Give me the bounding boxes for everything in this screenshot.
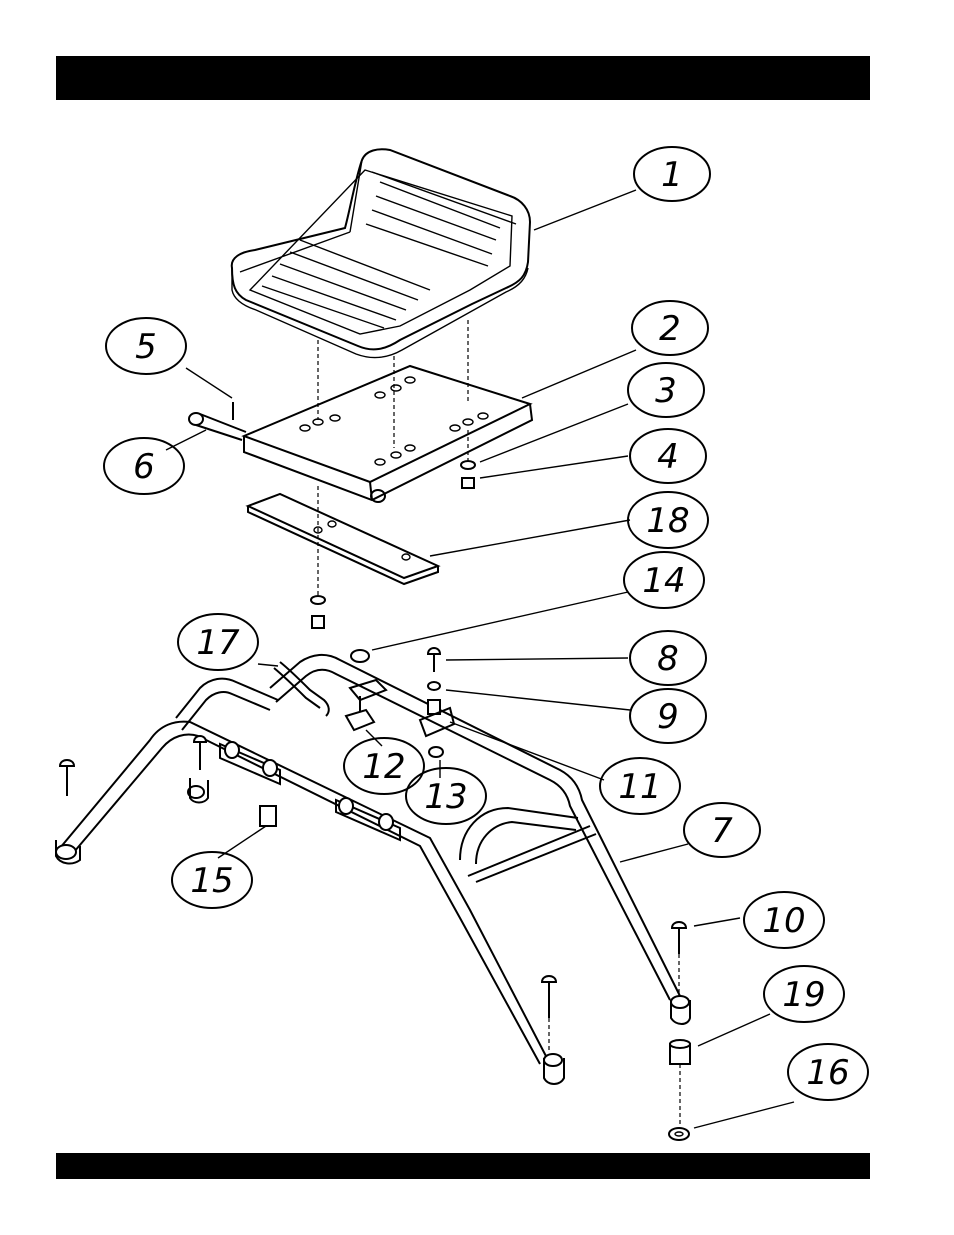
spacer-part [670,1040,690,1064]
callout-6: 6 [104,438,184,494]
svg-text:13: 13 [424,777,467,817]
svg-text:4: 4 [657,437,679,477]
washer-part [461,461,475,469]
svg-text:19: 19 [782,975,825,1015]
svg-text:6: 6 [133,447,155,487]
svg-text:12: 12 [362,747,405,787]
svg-text:18: 18 [646,501,689,541]
callout-7: 7 [684,803,760,857]
seat-part [232,149,530,357]
svg-text:1: 1 [661,155,683,195]
svg-text:8: 8 [657,639,679,679]
callout-13: 13 [406,768,486,824]
callout-17: 17 [178,614,258,670]
callout-15: 15 [172,852,252,908]
callout-19: 19 [764,966,844,1022]
leader-lines [166,190,794,1128]
spacer-plate-part [248,494,438,584]
callout-5: 5 [106,318,186,374]
svg-text:11: 11 [618,767,661,807]
svg-text:7: 7 [711,811,733,851]
svg-text:3: 3 [655,371,677,411]
nut-part [462,478,474,488]
svg-text:14: 14 [642,561,685,601]
callout-9: 9 [630,689,706,743]
nut-part [260,806,276,826]
svg-text:9: 9 [657,697,679,737]
callout-3: 3 [628,363,704,417]
callout-4: 4 [630,429,706,483]
callout-14: 14 [624,552,704,608]
seat-plate-part [244,366,532,502]
svg-text:10: 10 [762,901,805,941]
callout-2: 2 [632,301,708,355]
callout-11: 11 [600,758,680,814]
callout-16: 16 [788,1044,868,1100]
callout-10: 10 [744,892,824,948]
washer-part [669,1128,689,1140]
callout-18: 18 [628,492,708,548]
svg-text:5: 5 [135,327,157,367]
svg-text:15: 15 [190,861,233,901]
callout-12: 12 [344,738,424,794]
svg-text:16: 16 [806,1053,849,1093]
callout-8: 8 [630,631,706,685]
bolt-part [189,413,246,440]
svg-text:2: 2 [659,309,681,349]
callout-1: 1 [634,147,710,201]
svg-text:17: 17 [196,623,240,663]
